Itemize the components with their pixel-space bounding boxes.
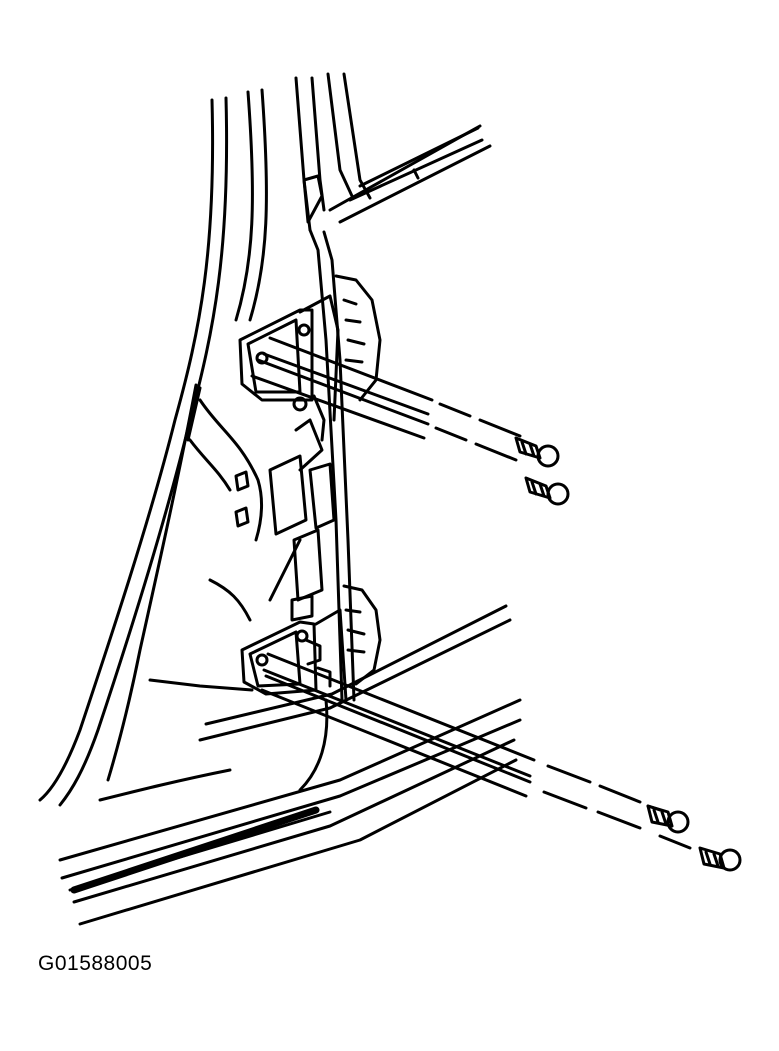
body-side-panel bbox=[38, 88, 268, 807]
bolt-lower-1 bbox=[646, 804, 690, 834]
bolt-upper-2 bbox=[524, 476, 570, 506]
rocker-seal bbox=[70, 806, 320, 894]
hinge-pillar bbox=[294, 72, 372, 702]
bolt-lower-2 bbox=[698, 846, 742, 872]
door-hinge-illustration bbox=[38, 72, 742, 926]
line-drawing bbox=[38, 72, 742, 926]
figure-code-label: G01588005 bbox=[38, 952, 153, 975]
bolt-upper-1 bbox=[514, 436, 560, 468]
door-upper-edge bbox=[328, 124, 492, 224]
bolt-alignment-lines bbox=[250, 336, 692, 850]
pillar-mid-section bbox=[188, 398, 336, 622]
